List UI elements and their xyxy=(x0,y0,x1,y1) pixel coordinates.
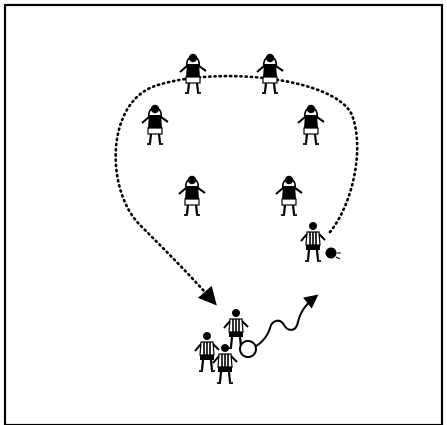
defender-top-left xyxy=(180,54,206,93)
defender-top-right xyxy=(257,54,283,93)
attacker-queue-2 xyxy=(195,332,219,371)
defender-mid-left xyxy=(142,105,168,144)
defender-low-left xyxy=(179,176,205,215)
ball-at-queue xyxy=(240,341,256,357)
defender-low-right xyxy=(276,176,302,215)
attacker-kicker xyxy=(301,222,325,261)
ball-motion-marks xyxy=(336,253,341,259)
attacker-queue-3 xyxy=(213,344,237,383)
ball-at-kicker xyxy=(326,248,337,259)
defender-mid-right xyxy=(298,105,324,144)
dribble-path xyxy=(252,298,314,348)
